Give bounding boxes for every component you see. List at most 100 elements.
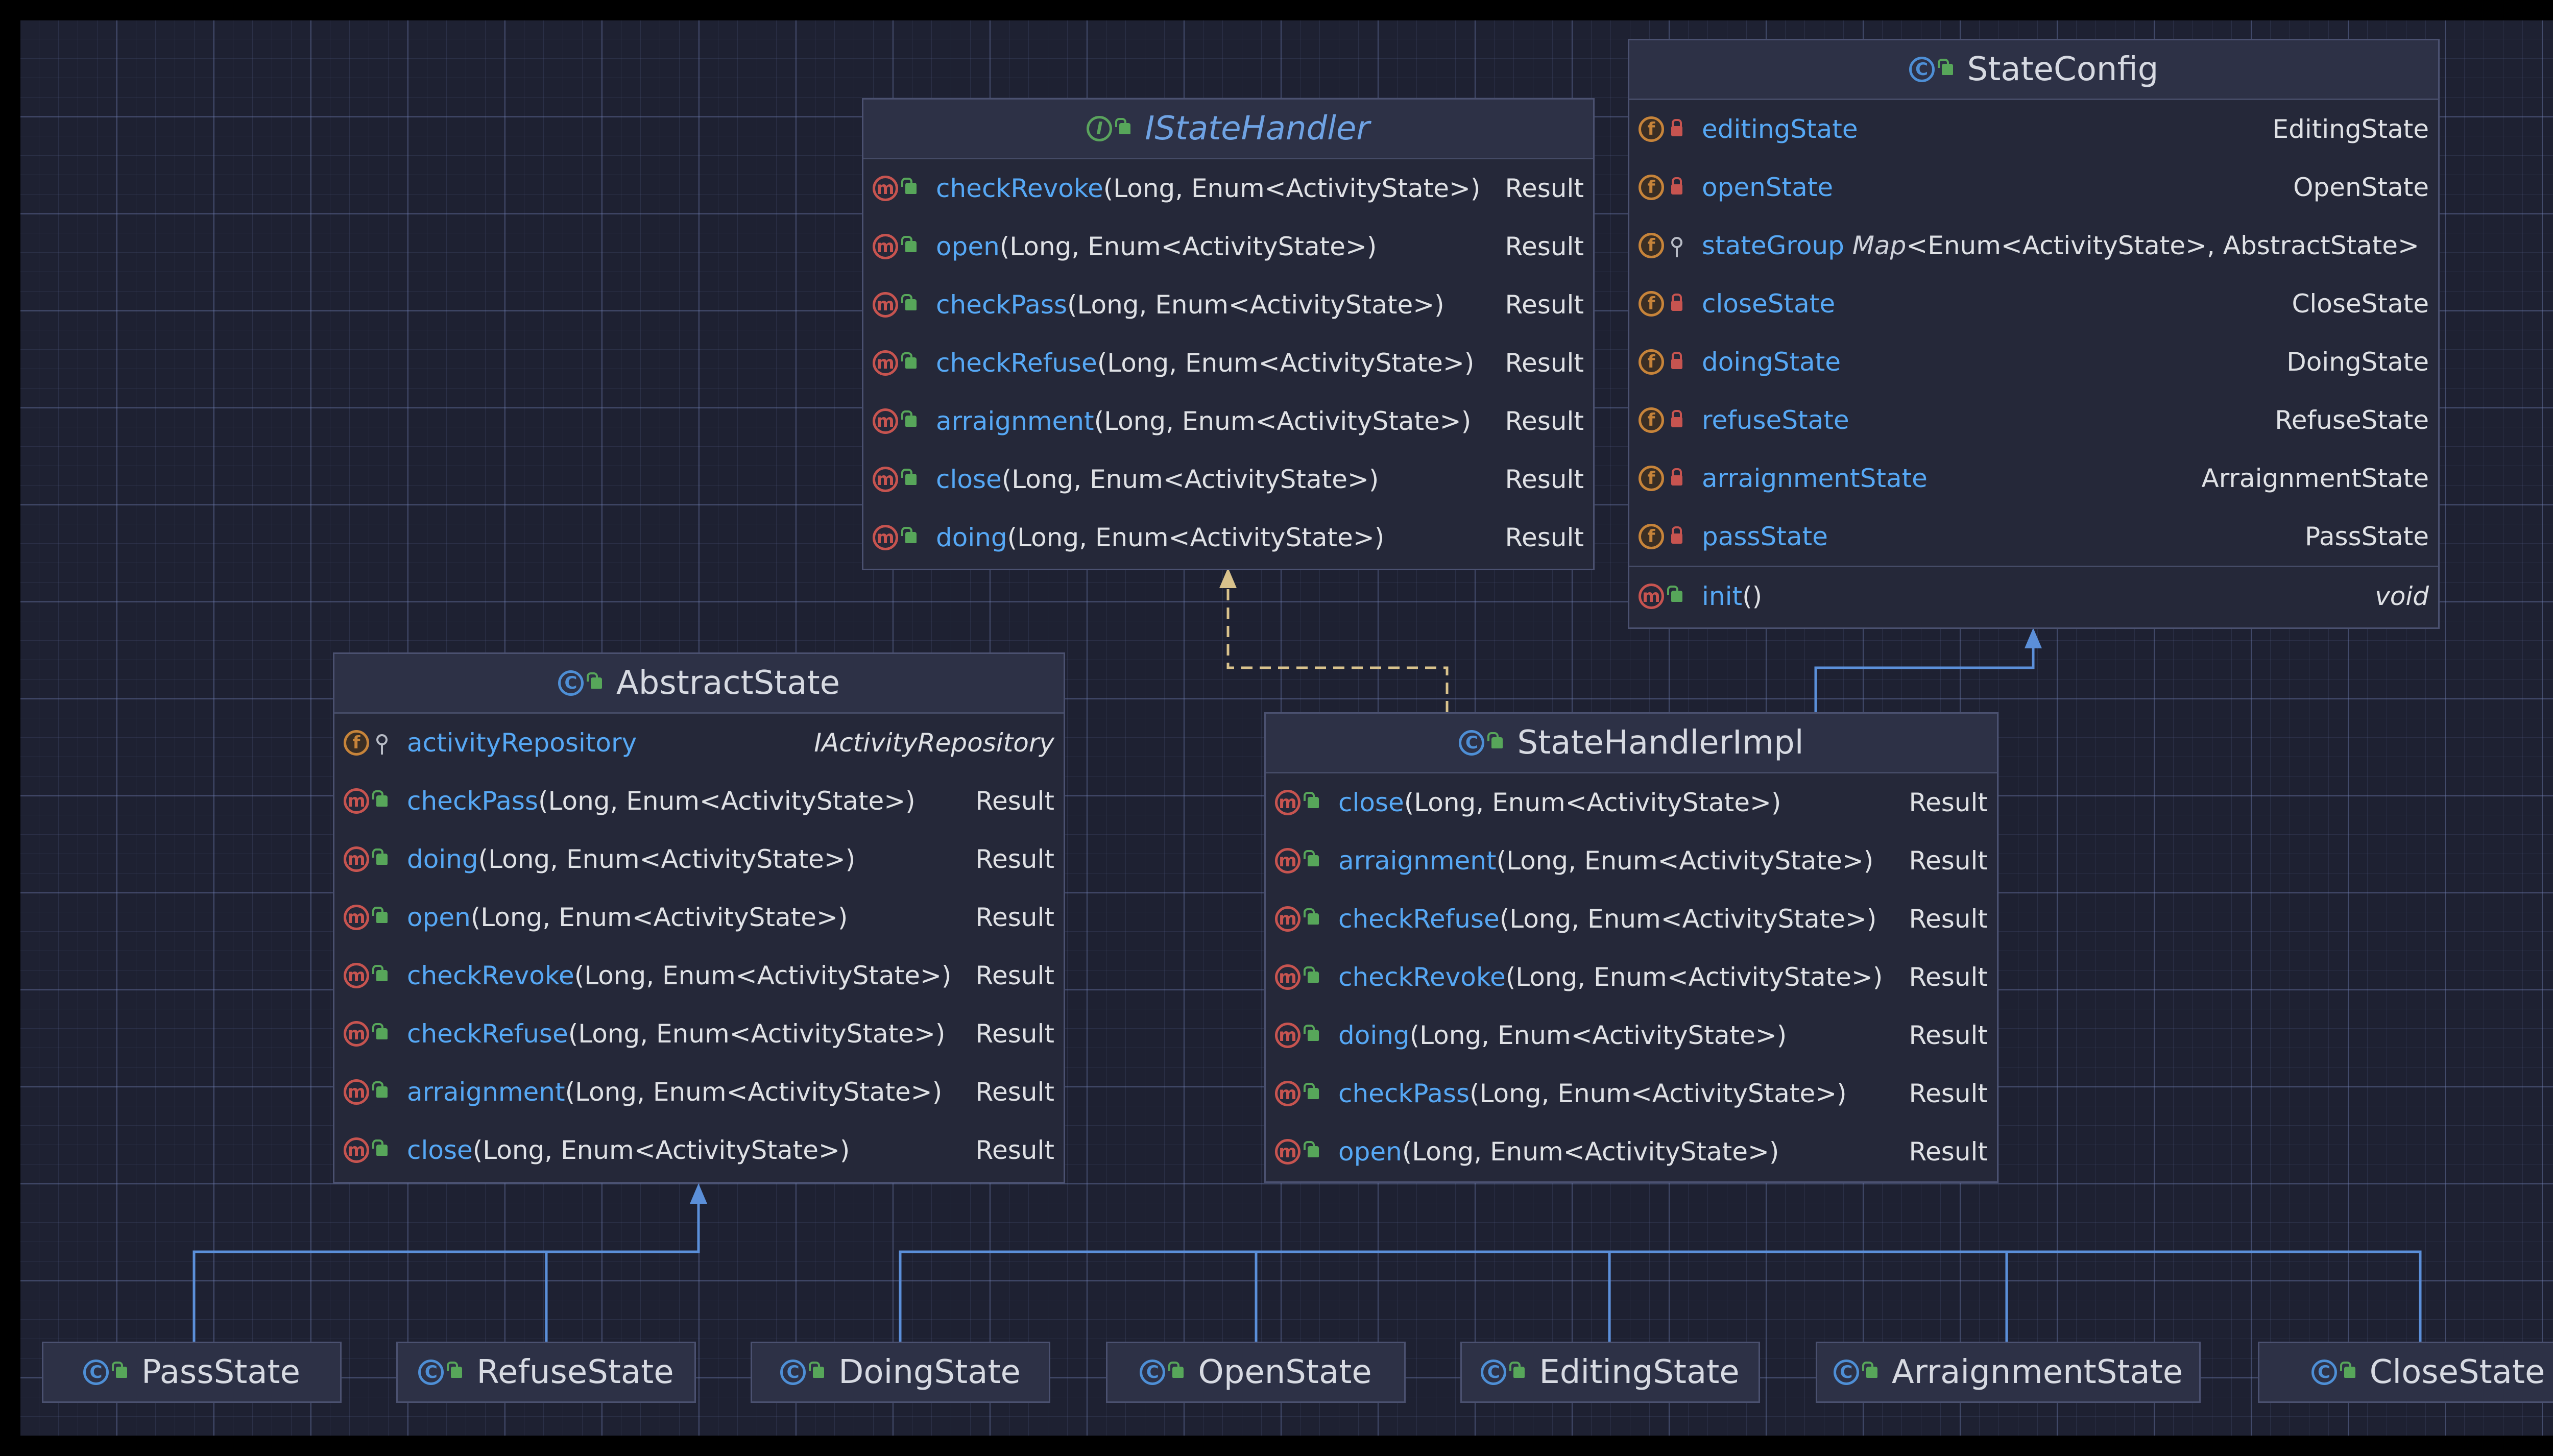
member-params: (Long, Enum<ActivityState>): [1001, 465, 1379, 494]
edge-statehandlerimpl-stateconfig: [1814, 638, 2035, 712]
node-title: IStateHandler: [1145, 110, 1370, 148]
member-signature: passState: [1702, 522, 2295, 551]
member-signature: checkRevoke(Long, Enum<ActivityState>): [936, 174, 1495, 203]
abstract-class-icon: C: [558, 670, 584, 696]
member-params: (Long, Enum<ActivityState>): [478, 844, 856, 874]
member-type: Result: [975, 961, 1055, 990]
field-icon: f: [344, 730, 369, 756]
public-visibility-icon: [1168, 1362, 1184, 1378]
public-visibility-icon: [1862, 1362, 1877, 1378]
method-icon: m: [344, 963, 369, 988]
class-icon: C: [1140, 1360, 1166, 1385]
member-name: open: [407, 903, 471, 932]
member-params: (Long, Enum<ActivityState>): [1094, 406, 1472, 436]
node-title: AbstractState: [616, 664, 840, 702]
member-signature: arraignment(Long, Enum<ActivityState>): [936, 406, 1495, 436]
member-name: close: [1338, 788, 1404, 817]
private-lock-icon: [1671, 468, 1682, 486]
member-type: Result: [975, 786, 1055, 816]
public-visibility-icon: [111, 1362, 127, 1378]
public-visibility-icon: [1937, 59, 1953, 75]
member-signature: stateGroup Map<Enum<ActivityState>, Abst…: [1702, 231, 2429, 260]
member-type: Result: [1909, 846, 1988, 876]
member-type: CloseState: [2292, 289, 2429, 319]
member-name: closeState: [1702, 289, 1836, 319]
member-type: Result: [975, 844, 1055, 874]
method-list: m checkPass (Long, Enum<ActivityState>) Res…: [334, 772, 1064, 1179]
method-icon: m: [1275, 848, 1300, 873]
member-type: Result: [1505, 348, 1584, 378]
field-icon: f: [1639, 466, 1664, 491]
member-params: (Long, Enum<ActivityState>): [999, 232, 1377, 261]
member-signature: close(Long, Enum<ActivityState>): [936, 465, 1495, 494]
member-type: IActivityRepository: [814, 728, 1054, 758]
method-icon: m: [344, 1137, 369, 1163]
section-divider: [1629, 566, 2438, 567]
method-icon: m: [344, 905, 369, 930]
member-params: (Long, Enum<ActivityState>): [470, 903, 848, 932]
member-signature: checkRefuse(Long, Enum<ActivityState>): [407, 1019, 966, 1049]
method-icon: m: [1275, 964, 1300, 990]
edge-implements-istatehandler: [1226, 579, 1449, 712]
member-name: open: [1338, 1137, 1402, 1167]
method-icon: m: [873, 467, 898, 492]
member-signature: refuseState: [1702, 405, 2265, 435]
member-name: passState: [1702, 522, 1828, 551]
method-icon: m: [873, 292, 898, 318]
member-name: close: [936, 465, 1002, 494]
member-signature: doing(Long, Enum<ActivityState>): [1338, 1021, 1899, 1050]
member-name: openState: [1702, 173, 1834, 202]
public-visibility-icon: [1304, 908, 1319, 925]
member-name: close: [407, 1135, 473, 1165]
interface-icon: I: [1087, 116, 1113, 141]
member-params: (Long, Enum<ActivityState>): [1402, 1137, 1779, 1167]
member-name: checkPass: [407, 786, 539, 816]
member-type: Result: [1909, 904, 1988, 934]
member-signature: doing(Long, Enum<ActivityState>): [936, 523, 1495, 552]
